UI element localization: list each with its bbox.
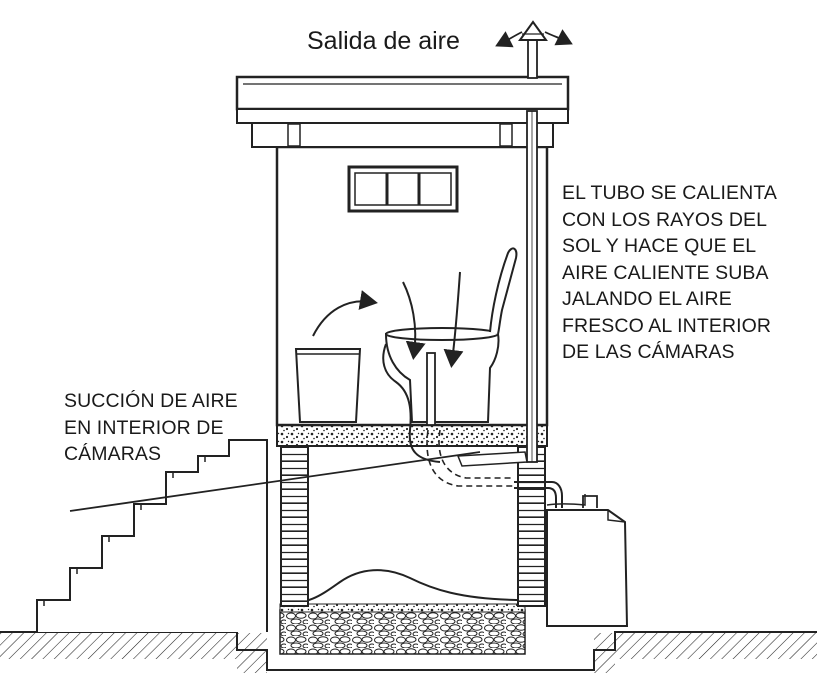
suction-note: SUCCIÓN DE AIRE EN INTERIOR DE CÁMARAS — [64, 388, 238, 468]
window — [347, 165, 459, 213]
stairs — [36, 439, 268, 632]
roof — [235, 75, 570, 148]
urine-container — [546, 494, 629, 627]
diagram-title: Salida de aire — [307, 27, 460, 55]
sun-note-line: JALANDO EL AIRE — [562, 288, 732, 310]
sun-note-line: DE LAS CÁMARAS — [562, 341, 735, 363]
suction-note-line: CÁMARAS — [64, 443, 162, 465]
suction-note-line: EN INTERIOR DE — [64, 416, 224, 439]
sun-heating-note: EL TUBO SE CALIENTA CON LOS RAYOS DEL SO… — [562, 180, 777, 366]
air-outlet-arrows — [495, 29, 573, 48]
air-flow-arrows — [312, 271, 464, 368]
sun-note-line: SOL Y HACE QUE EL — [562, 235, 757, 257]
sun-note-line: CON LOS RAYOS DEL — [562, 208, 768, 231]
suction-note-line: SUCCIÓN DE AIRE — [64, 390, 238, 412]
floor-slab — [276, 423, 548, 447]
sun-note-line: FRESCO AL INTERIOR — [562, 314, 772, 337]
sun-note-line: EL TUBO SE CALIENTA — [562, 182, 778, 204]
suction-pointer-line — [69, 451, 481, 512]
sun-note-line: AIRE CALIENTE SUBA — [562, 261, 769, 284]
composting-chamber — [279, 569, 526, 655]
brick-pillars — [280, 445, 546, 607]
vent-pipe — [518, 20, 548, 463]
ground — [0, 631, 817, 673]
